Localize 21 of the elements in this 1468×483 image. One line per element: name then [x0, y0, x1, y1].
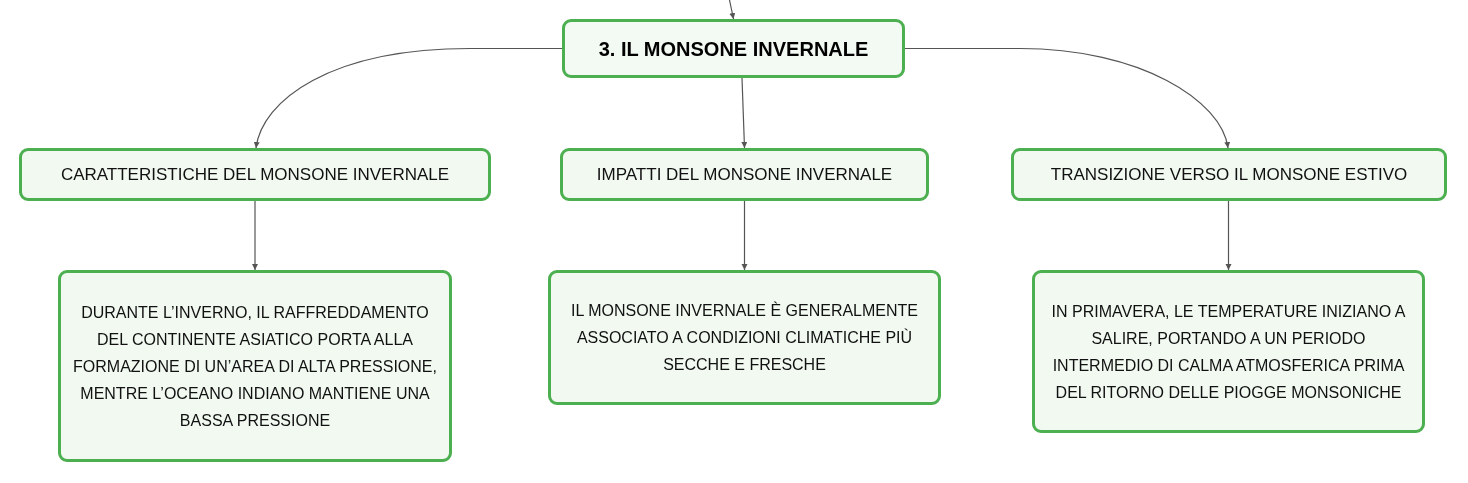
detail-box	[58, 270, 452, 462]
subtopic-box	[1011, 148, 1447, 201]
detail-text: IN PRIMAVERA, LE TEMPERATURE INIZIANO A SALIRE, PORTANDO A UN PERIODO INTERMEDIO DI CALMA ATMOSFERICA PRIMA DEL RITORNO DELLE PIOGGE MONSONICHE	[1050, 301, 1407, 403]
subtopic-box	[560, 148, 929, 201]
detail-text: IL MONSONE INVERNALE È GENERALMENTE ASSOCIATO A CONDIZIONI CLIMATICHE PIÙ SECCHE E FRESCHE	[569, 300, 919, 375]
arrow	[741, 200, 748, 271]
topic-box	[562, 19, 905, 78]
subtopic-title: IMPATTI DEL MONSONE INVERNALE	[596, 163, 893, 186]
arrow	[904, 47, 1230, 149]
subtopic-title: CARATTERISTICHE DEL MONSONE INVERNALE	[60, 163, 450, 186]
detail-box	[548, 270, 941, 405]
topic-title: 3. IL MONSONE INVERNALE	[598, 36, 869, 62]
detail-box	[1032, 270, 1425, 433]
arrow	[728, 0, 736, 20]
arrow	[1225, 200, 1232, 271]
subtopic-title: TRANSIZIONE VERSO IL MONSONE ESTIVO	[1050, 163, 1408, 186]
arrow	[741, 77, 748, 149]
detail-text: DURANTE L’INVERNO, IL RAFFREDDAMENTO DEL CONTINENTE ASIATICO PORTA ALLA FORMAZIONE DI UN’AREA DI ALTA PRESSIONE, MENTRE L’OCEANO INDIANO MANTIENE UNA BASSA PRESSIONE	[72, 302, 438, 431]
subtopic-box	[19, 148, 491, 201]
arrow	[254, 47, 563, 149]
arrow	[252, 200, 258, 271]
